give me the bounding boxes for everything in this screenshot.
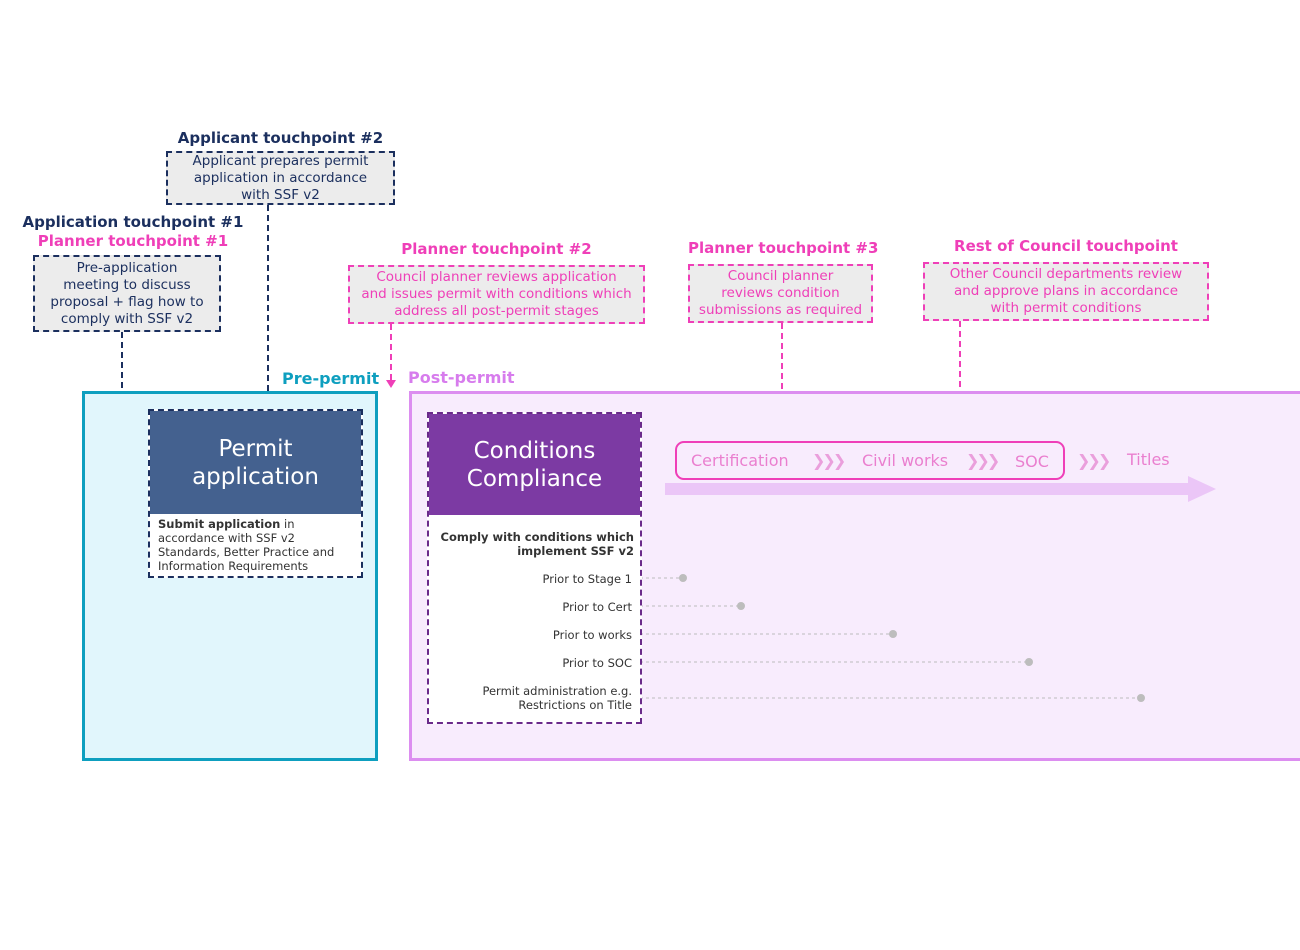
planner2-line-1: Council planner reviews application <box>376 269 617 285</box>
planner-touchpoint-3-box: Council planner reviews condition submis… <box>688 264 873 323</box>
arrow-planner2-to-postpermit <box>386 324 396 388</box>
planner2-line-2: and issues permit with conditions which <box>361 286 632 302</box>
stage-civil-works: Civil works <box>862 451 949 470</box>
stage-titles: Titles <box>1127 450 1170 469</box>
rest-line-3: with permit conditions <box>990 300 1142 316</box>
applicant-touchpoint-2-title: Applicant touchpoint #2 <box>177 129 384 147</box>
admin-line-1: Permit administration e.g. <box>482 684 632 698</box>
planner3-line-3: submissions as required <box>698 302 863 318</box>
condition-prior-to-soc: Prior to SOC <box>562 656 632 670</box>
timeline-dot-stage1 <box>679 574 687 582</box>
stage-group-outline <box>675 441 1065 480</box>
chevron-icon-3: ❯❯❯ <box>1077 451 1111 470</box>
application1-line-1: Pre-application <box>76 259 178 276</box>
application1-line-4: comply with SSF v2 <box>60 310 194 327</box>
stage-soc: SOC <box>1015 452 1049 471</box>
application1-line-3: proposal + flag how to <box>50 293 204 310</box>
timeline-connectors <box>640 577 1141 699</box>
permit-application-header: Permit application <box>150 411 361 514</box>
conditions-subtitle-line-2: implement SSF v2 <box>517 544 634 558</box>
application-touchpoint-1-box: Pre-application meeting to discuss propo… <box>33 255 221 332</box>
condition-prior-to-stage-1: Prior to Stage 1 <box>542 572 632 586</box>
permit-desc-rest: in accordance with SSF v2 Standards, Bet… <box>158 517 335 573</box>
chevron-icon-1: ❯❯❯ <box>812 451 846 470</box>
post-permit-label: Post-permit <box>408 368 515 387</box>
planner3-line-1: Council planner <box>727 268 834 284</box>
stage-certification: Certification <box>691 451 789 470</box>
applicant-touchpoint-2-box: Applicant prepares permit application in… <box>166 151 395 205</box>
conditions-subtitle: Comply with conditions which implement S… <box>441 530 634 558</box>
conditions-title-line-1: Conditions <box>473 437 596 464</box>
conditions-compliance-header: Conditions Compliance <box>429 414 640 515</box>
condition-permit-administration: Permit administration e.g. Restrictions … <box>482 684 632 712</box>
applicant2-line-1: Applicant prepares permit <box>192 152 369 169</box>
permit-desc-bold: Submit application <box>158 517 281 531</box>
conditions-subtitle-line-1: Comply with conditions which <box>440 530 634 544</box>
rest-line-2: and approve plans in accordance <box>953 283 1179 299</box>
planner-touchpoint-1-title: Planner touchpoint #1 <box>37 232 229 250</box>
rest-line-1: Other Council departments review <box>949 266 1183 282</box>
planner-touchpoint-2-box: Council planner reviews application and … <box>348 265 645 324</box>
rest-of-council-box: Other Council departments review and app… <box>923 262 1209 321</box>
applicant2-line-2: application in accordance <box>193 169 368 186</box>
condition-prior-to-works: Prior to works <box>552 628 632 642</box>
pre-permit-label: Pre-permit <box>282 369 380 388</box>
application-touchpoint-1-title: Application touchpoint #1 <box>22 213 244 231</box>
timeline-dot-cert <box>737 602 745 610</box>
permit-application-description: Submit application in accordance with SS… <box>158 517 357 573</box>
planner-touchpoint-2-title: Planner touchpoint #2 <box>401 240 592 258</box>
permit-title-line-1: Permit <box>218 435 293 462</box>
timeline-dot-works <box>889 630 897 638</box>
chevron-icon-2: ❯❯❯ <box>966 451 1000 470</box>
permit-application-box: Permit application Submit application in… <box>148 409 363 578</box>
timeline-dot-soc <box>1025 658 1033 666</box>
applicant2-line-3: with SSF v2 <box>241 186 320 203</box>
progress-arrow <box>665 476 1216 502</box>
admin-line-2: Restrictions on Title <box>518 698 632 712</box>
condition-prior-to-cert: Prior to Cert <box>562 600 632 614</box>
application1-line-2: meeting to discuss <box>63 276 191 293</box>
conditions-compliance-box: Conditions Compliance Comply with condit… <box>427 412 642 724</box>
planner-touchpoint-3-title: Planner touchpoint #3 <box>688 239 879 257</box>
planner2-line-3: address all post-permit stages <box>394 303 599 319</box>
planner3-line-2: reviews condition <box>721 285 840 301</box>
permit-title-line-2: application <box>192 463 319 490</box>
timeline-dot-admin <box>1137 694 1145 702</box>
rest-of-council-title: Rest of Council touchpoint <box>954 237 1178 255</box>
conditions-title-line-2: Compliance <box>466 465 603 492</box>
